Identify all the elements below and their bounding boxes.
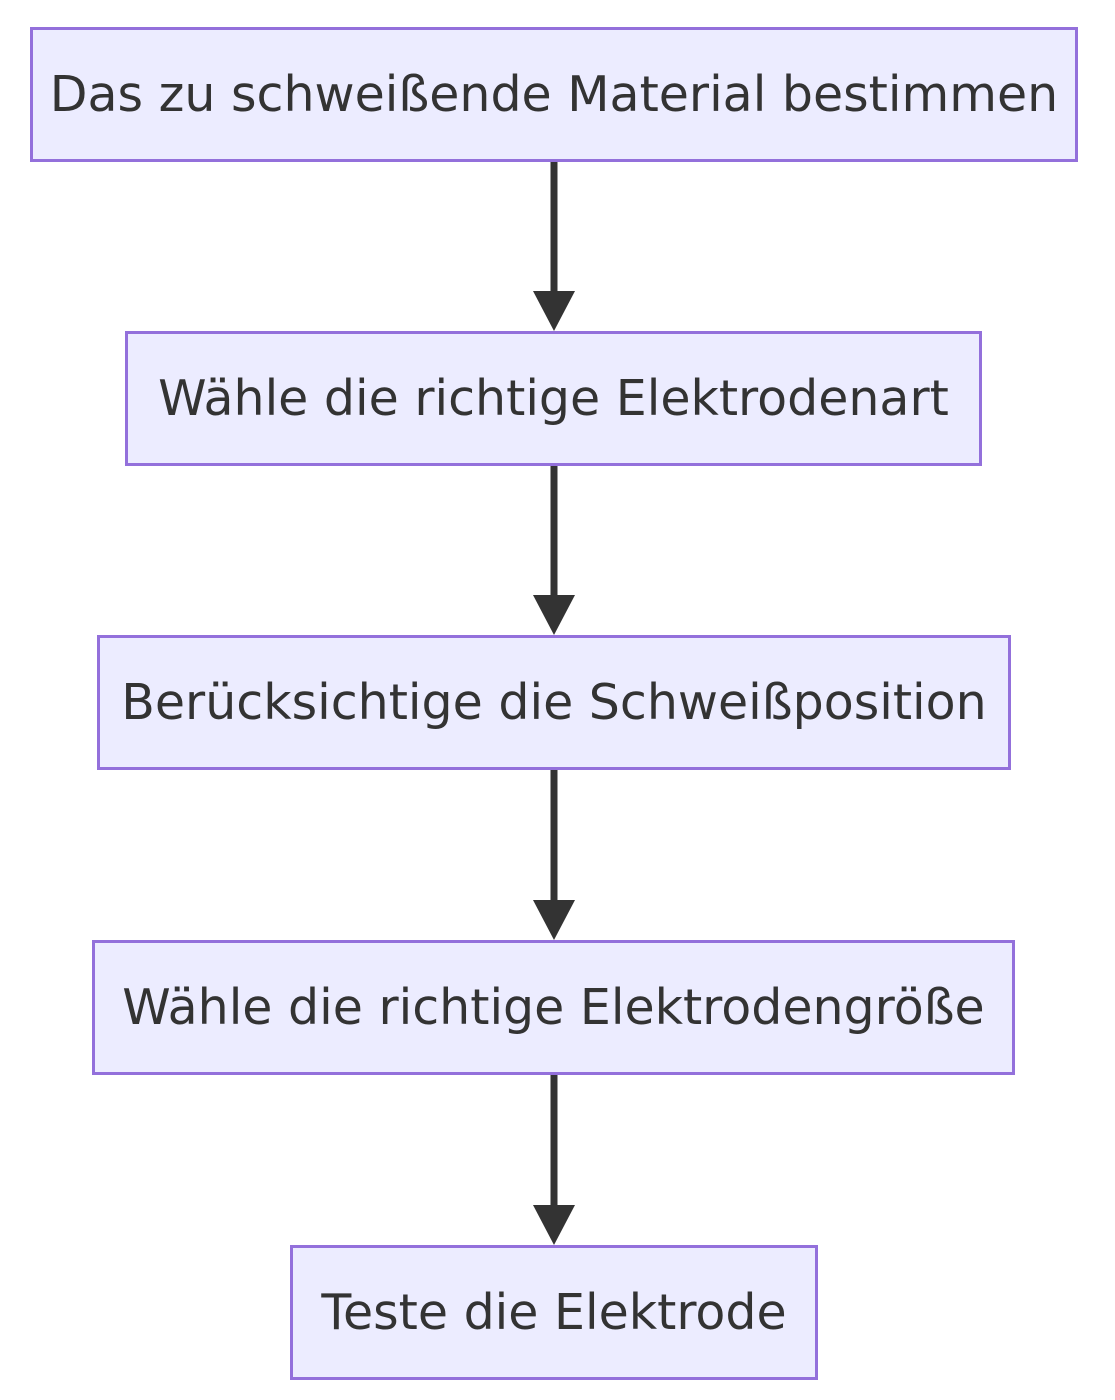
node-label: Berücksichtige die Schweißposition (121, 674, 987, 731)
node-test-electrode: Teste die Elektrode (290, 1245, 818, 1380)
node-determine-material: Das zu schweißende Material bestimmen (30, 27, 1078, 162)
node-label: Teste die Elektrode (321, 1284, 787, 1341)
arrowhead-icon (533, 595, 575, 635)
node-welding-position: Berücksichtige die Schweißposition (97, 635, 1011, 770)
edge-n3-n4 (533, 770, 575, 940)
node-label: Wähle die richtige Elektrodengröße (122, 979, 985, 1036)
arrowhead-icon (533, 1205, 575, 1245)
edge-n2-n3 (533, 466, 575, 635)
node-choose-electrode-type: Wähle die richtige Elektrodenart (125, 331, 982, 466)
arrowhead-icon (533, 900, 575, 940)
node-label: Wähle die richtige Elektrodenart (158, 370, 949, 427)
node-label: Das zu schweißende Material bestimmen (49, 66, 1059, 123)
edge-n4-n5 (533, 1075, 575, 1245)
arrowhead-icon (533, 291, 575, 331)
node-choose-electrode-size: Wähle die richtige Elektrodengröße (92, 940, 1015, 1075)
edge-n1-n2 (533, 162, 575, 331)
